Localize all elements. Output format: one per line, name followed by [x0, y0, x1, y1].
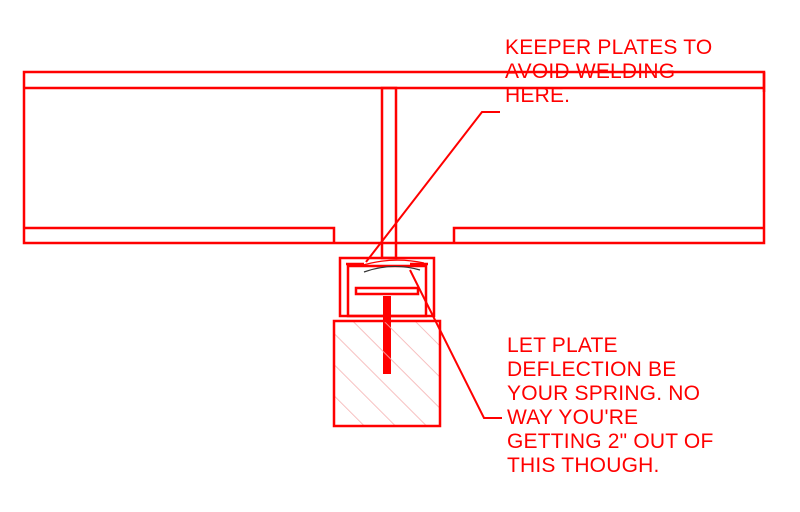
deflection-leader	[409, 269, 502, 419]
deflection-note-line-3: YOUR SPRING. NO	[507, 382, 701, 405]
leaders	[365, 111, 502, 419]
keeper-note-line-1: KEEPER PLATES TO	[505, 36, 713, 59]
deflection-note: LET PLATE DEFLECTION BE YOUR SPRING. NO …	[507, 334, 713, 478]
deflection-note-line-6: THIS THOUGH.	[507, 454, 660, 477]
deflection-note-line-5: GETTING 2" OUT OF	[507, 430, 714, 453]
deflected-plate-curve	[363, 265, 421, 273]
beam-right-bottom-flange	[452, 226, 764, 243]
deflection-note-line-4: WAY YOU'RE	[507, 406, 639, 429]
plate-curve-2	[359, 259, 425, 267]
post-hatch	[334, 321, 440, 426]
keeper-note-line-3: HERE.	[505, 84, 571, 107]
keeper-note-line-2: AVOID WELDING	[505, 60, 676, 83]
deflection-note-line-1: LET PLATE	[507, 334, 618, 357]
beam-outline	[22, 70, 766, 245]
bearing-plate	[354, 286, 420, 296]
post-outline	[332, 319, 442, 428]
beam-left-bottom-flange	[24, 226, 336, 243]
keeper-note: KEEPER PLATES TO AVOID WELDING HERE.	[505, 36, 712, 108]
beam	[22, 70, 766, 260]
timber-post	[332, 319, 442, 428]
keeper-leader	[365, 111, 500, 263]
keeper-bracket	[338, 256, 436, 318]
deflection-note-line-2: DEFLECTION BE	[507, 358, 677, 381]
